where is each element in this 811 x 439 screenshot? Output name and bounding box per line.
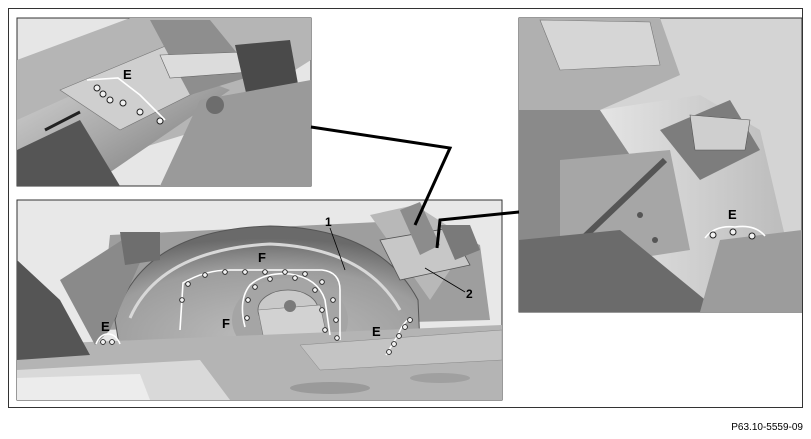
connector-top-right <box>435 210 520 249</box>
label-f-lower: F <box>222 316 230 331</box>
figure-caption: P63.10-5559-09 <box>731 422 803 433</box>
label-e-main-right: E <box>372 324 381 339</box>
inset-top-left: E <box>16 17 312 187</box>
label-e-inset-top-right: E <box>728 207 737 222</box>
main-view: F F E E 1 2 <box>16 199 503 401</box>
inset-connectors <box>310 125 520 249</box>
label-e-main-left: E <box>101 319 110 334</box>
inset-top-right: E <box>518 17 803 313</box>
label-f-upper: F <box>258 250 266 265</box>
callout-2: 2 <box>466 287 473 301</box>
callout-1: 1 <box>325 215 332 229</box>
label-e-inset-top-left: E <box>123 67 132 82</box>
connector-top-left <box>310 125 453 226</box>
